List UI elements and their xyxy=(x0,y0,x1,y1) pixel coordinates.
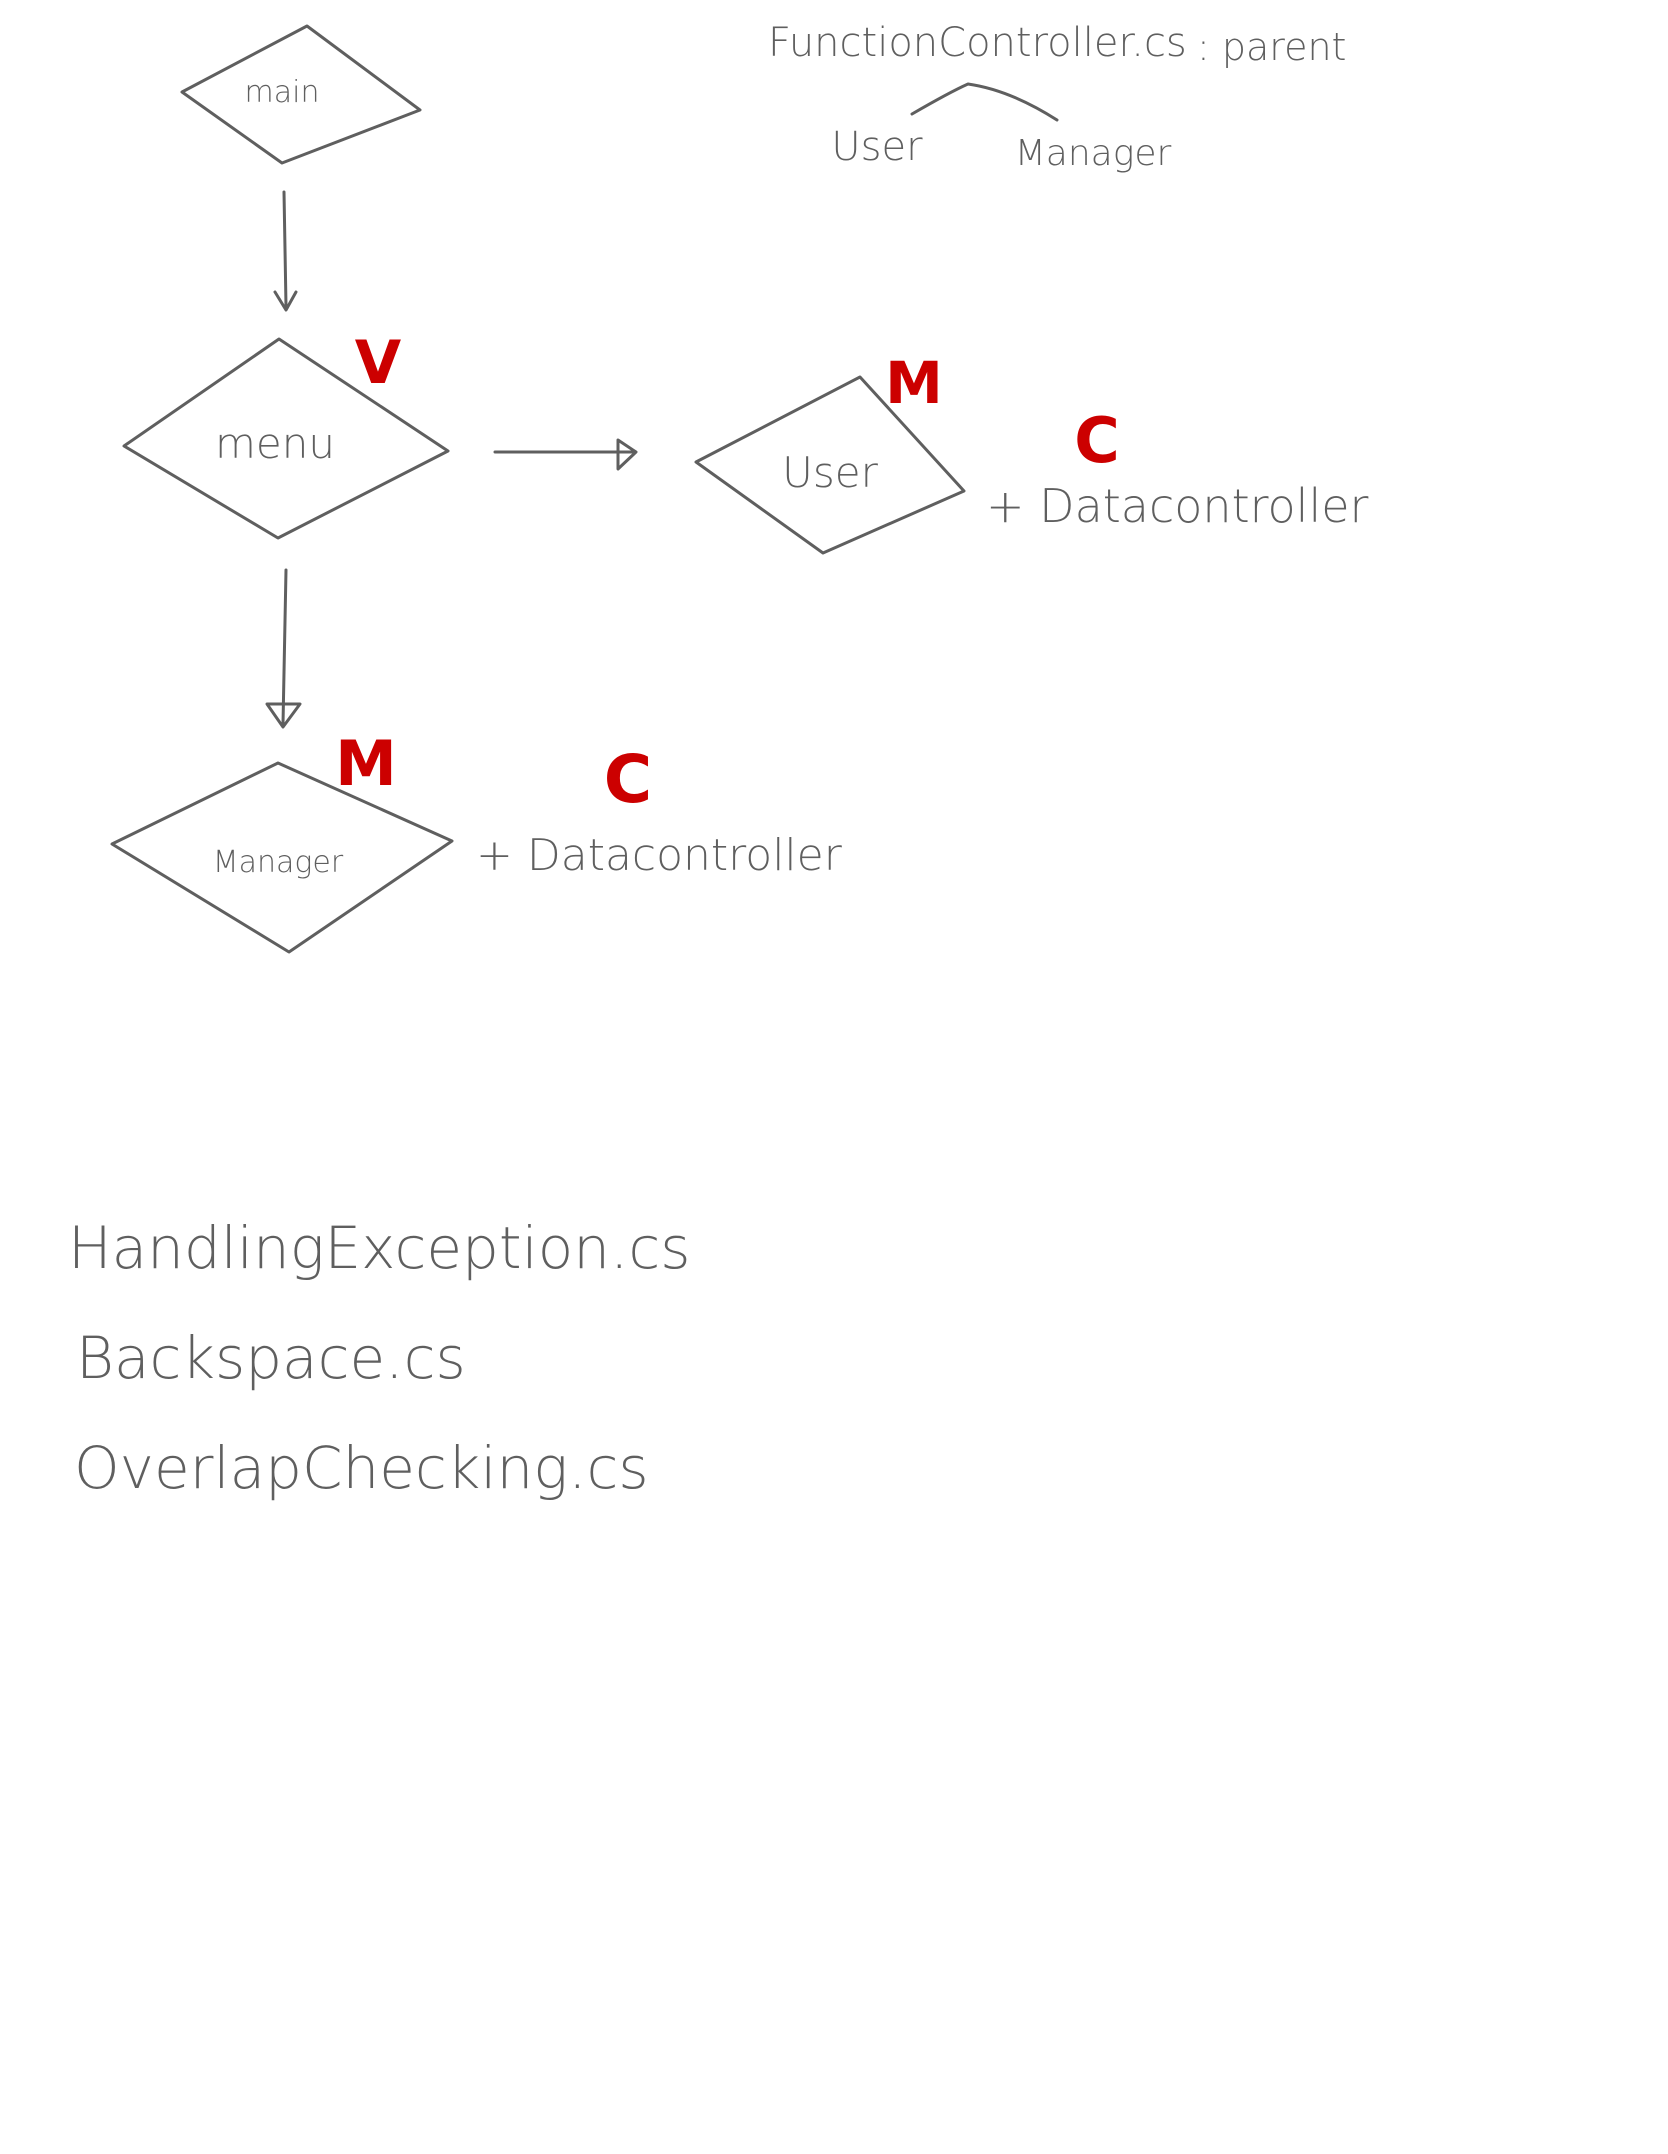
utility-file-list: HandlingException.cs Backspace.cs Overla… xyxy=(68,1214,691,1502)
user-diamond xyxy=(694,375,966,555)
manager-node: Manager M C + Datacontroller xyxy=(110,727,843,954)
file-item: OverlapChecking.cs xyxy=(74,1434,649,1502)
arrow-main-to-menu xyxy=(273,190,298,312)
user-role-controller: C xyxy=(1074,404,1120,477)
main-label: main xyxy=(245,75,320,110)
arrow-menu-to-user xyxy=(493,438,638,471)
user-node: User M C + Datacontroller xyxy=(694,349,1369,555)
parent-file-label: FunctionController.cs xyxy=(768,20,1187,66)
menu-role-view: V xyxy=(355,328,402,398)
manager-diamond xyxy=(110,761,454,954)
arrow-menu-to-manager xyxy=(265,568,302,729)
inheritance-branch xyxy=(910,82,1059,122)
manager-role-controller: C xyxy=(604,741,652,818)
arrow-menu-manager-line xyxy=(281,568,288,726)
arrow-main-menu-line xyxy=(282,190,288,308)
menu-node: menu V xyxy=(122,328,450,540)
parent-note-label: : parent xyxy=(1197,25,1346,69)
main-node: main xyxy=(180,24,422,165)
menu-label: menu xyxy=(215,419,335,468)
arrow-main-menu-head xyxy=(273,290,298,312)
user-controller-label: + Datacontroller xyxy=(986,479,1369,533)
user-role-model: M xyxy=(885,349,943,417)
main-diamond xyxy=(180,24,422,165)
menu-diamond xyxy=(122,337,450,540)
child-manager-label: Manager xyxy=(1015,133,1172,174)
manager-role-model: M xyxy=(335,727,397,800)
user-label: User xyxy=(782,448,878,497)
arrow-menu-user-head xyxy=(616,438,638,471)
inheritance-note: FunctionController.cs : parent User Mana… xyxy=(768,20,1346,174)
arrow-menu-manager-head xyxy=(265,702,302,729)
manager-label: Manager xyxy=(213,845,344,880)
file-item: Backspace.cs xyxy=(76,1324,466,1392)
file-item: HandlingException.cs xyxy=(68,1214,691,1282)
child-user-label: User xyxy=(831,124,923,170)
manager-controller-label: + Datacontroller xyxy=(476,830,843,881)
